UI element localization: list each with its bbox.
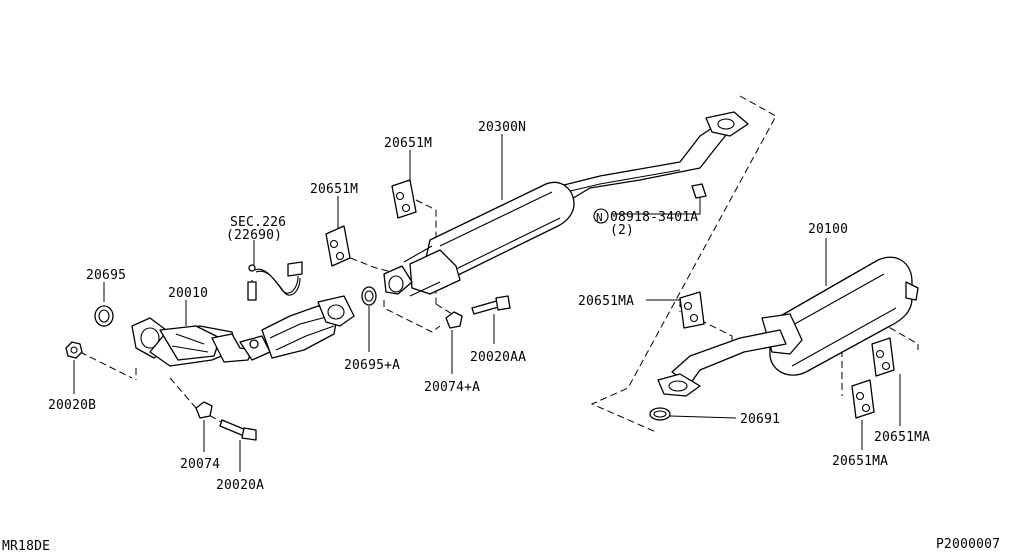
label-sec226-ref: (22690) xyxy=(226,228,282,243)
label-nut-qty: (2) xyxy=(610,223,634,238)
label-nut-code: 08918-3401A xyxy=(610,210,698,225)
figure-code: P2000007 xyxy=(936,537,1000,552)
hanger-20651ma-low xyxy=(851,379,875,419)
label-sec226: SEC.226 xyxy=(230,215,286,230)
label-20651ma-low: 20651MA xyxy=(832,454,888,469)
leader-lines xyxy=(73,134,901,472)
stud-20020aa xyxy=(471,295,511,315)
label-20300n: 20300N xyxy=(478,120,526,135)
label-20651m-right: 20651M xyxy=(384,136,432,151)
hanger-20651ma-mid xyxy=(871,337,895,377)
hanger-20651m-left xyxy=(325,225,351,267)
nut-symbol-circle xyxy=(593,208,609,224)
label-20100: 20100 xyxy=(808,222,848,237)
rear-muffler-20100 xyxy=(657,256,919,397)
label-20651ma-mid: 20651MA xyxy=(874,430,930,445)
clip-20074a xyxy=(445,311,463,329)
stud-20020a xyxy=(219,419,257,441)
label-nut-mark: N xyxy=(596,211,603,224)
label-20020b: 20020B xyxy=(48,398,96,413)
model-code: MR18DE xyxy=(2,539,50,554)
nut-20020b xyxy=(65,341,83,359)
oxygen-sensor-harness xyxy=(247,261,303,301)
label-20010: 20010 xyxy=(168,286,208,301)
label-20651ma-top: 20651MA xyxy=(578,294,634,309)
label-20020aa: 20020AA xyxy=(470,350,526,365)
gasket-20691 xyxy=(649,407,671,421)
catalyst-assembly-20010 xyxy=(131,295,355,367)
clip-20074 xyxy=(195,401,213,419)
hanger-20651m-right xyxy=(391,179,417,219)
center-muffler-20300n xyxy=(383,111,749,297)
label-20020a: 20020A xyxy=(216,478,264,493)
callout-labels: 20695 20010 20020B 20074 20020A SEC.226 … xyxy=(2,120,1000,554)
label-20074a: 20074+A xyxy=(424,380,480,395)
gasket-20695 xyxy=(94,305,114,327)
assembly-guide-lines xyxy=(79,95,919,433)
label-20695: 20695 xyxy=(86,268,126,283)
label-20695a: 20695+A xyxy=(344,358,400,373)
label-20651m-left: 20651M xyxy=(310,182,358,197)
ring-20695a xyxy=(361,286,377,306)
label-20074: 20074 xyxy=(180,457,220,472)
hanger-20651ma-top xyxy=(679,291,705,329)
label-20691: 20691 xyxy=(740,412,780,427)
